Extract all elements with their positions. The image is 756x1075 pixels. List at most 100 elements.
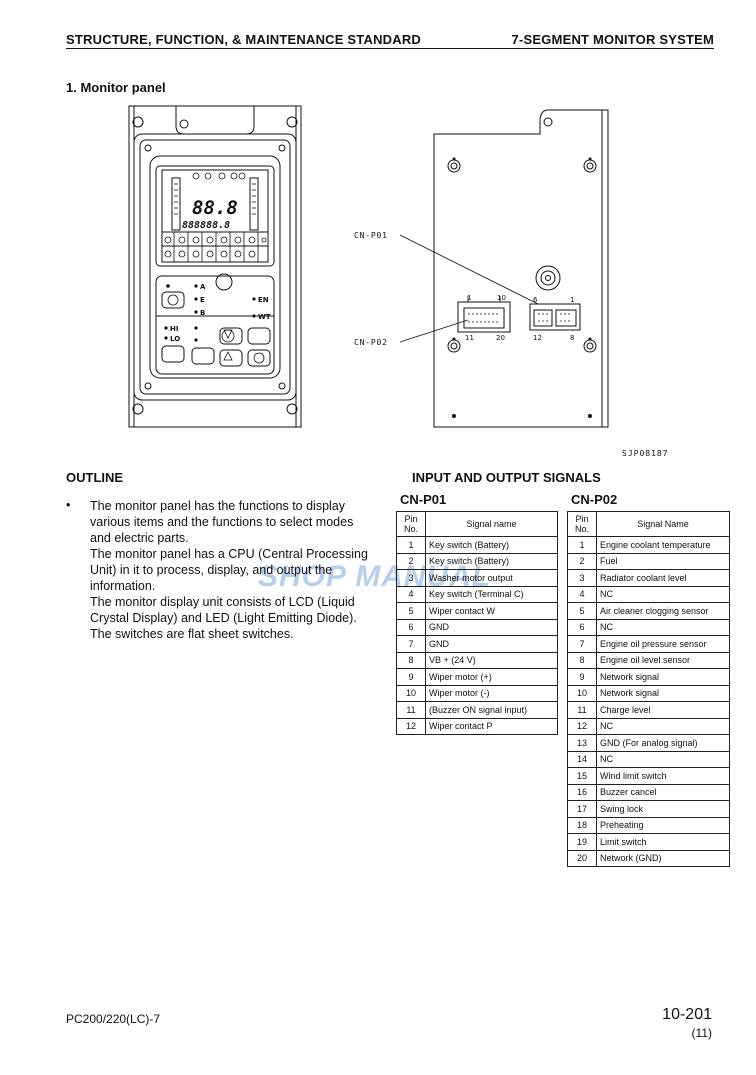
key-label-en: EN: [258, 296, 269, 304]
col-signal-name: Signal Name: [596, 511, 730, 537]
pin-label-12: 12: [533, 334, 542, 342]
pin-number-cell: 12: [567, 717, 597, 735]
pin-number-cell: 2: [396, 552, 426, 570]
pin-number-cell: 3: [396, 569, 426, 587]
outline-heading: OUTLINE: [66, 470, 124, 485]
pin-number-cell: 1: [567, 536, 597, 554]
signal-name-cell: Radiator coolant level: [596, 569, 730, 587]
key-label-wt: WT: [258, 313, 271, 321]
pin-number-cell: 10: [567, 684, 597, 702]
pin-number-cell: 6: [396, 618, 426, 636]
signal-name-cell: Wiper contact P: [425, 717, 558, 735]
key-label-e: E: [200, 296, 205, 304]
key-label-b: B: [200, 309, 205, 317]
pin-number-cell: 1: [396, 536, 426, 554]
signal-name-cell: Network (GND): [596, 849, 730, 867]
pin-number-cell: 15: [567, 767, 597, 785]
signal-name-cell: Wiper contact W: [425, 602, 558, 620]
footer-model: PC200/220(LC)-7: [66, 1012, 161, 1026]
lcd-counter: 888888.8: [182, 220, 230, 231]
signal-name-cell: Network signal: [596, 668, 730, 686]
pin-number-cell: 2: [567, 552, 597, 570]
signal-name-cell: Wind limit switch: [596, 767, 730, 785]
signal-name-cell: Washer motor output: [425, 569, 558, 587]
signal-name-cell: Limit switch: [596, 833, 730, 851]
pin-number-cell: 8: [396, 651, 426, 669]
pin-number-cell: 20: [567, 849, 597, 867]
signal-name-cell: Swing lock: [596, 800, 730, 818]
signal-name-cell: Wiper motor (-): [425, 684, 558, 702]
signal-name-cell: Wiper motor (+): [425, 668, 558, 686]
col-signal-name: Signal name: [425, 511, 558, 537]
header-title-left: STRUCTURE, FUNCTION, & MAINTENANCE STAND…: [66, 32, 422, 47]
pin-number-cell: 12: [396, 717, 426, 735]
signal-name-cell: Buzzer cancel: [596, 783, 730, 801]
cn-p02-title: CN-P02: [571, 492, 618, 507]
outline-paragraph: The monitor panel has a CPU (Central Pro…: [90, 547, 368, 593]
footer-revision: (11): [691, 1026, 712, 1040]
pin-number-cell: 11: [396, 701, 426, 719]
signal-name-cell: Charge level: [596, 701, 730, 719]
signal-name-cell: (Buzzer ON signal input): [425, 701, 558, 719]
signal-name-cell: GND: [425, 618, 558, 636]
pin-number-cell: 17: [567, 800, 597, 818]
pin-label-8: 8: [570, 334, 574, 342]
pin-number-cell: 16: [567, 783, 597, 801]
io-heading: INPUT AND OUTPUT SIGNALS: [412, 470, 601, 485]
pin-number-cell: 6: [567, 618, 597, 636]
pin-number-cell: 11: [567, 701, 597, 719]
signal-name-cell: GND: [425, 635, 558, 653]
outline-paragraph: The monitor panel has the functions to d…: [90, 499, 354, 545]
pin-label-1: 1: [467, 294, 471, 302]
monitor-rear-view: CN-P01 CN-P02 1 10 11 20 6 1 12 8: [354, 109, 609, 428]
callout-cn-p01: CN-P01: [354, 231, 388, 240]
pin-number-cell: 14: [567, 750, 597, 768]
key-label-a: A: [200, 283, 206, 291]
signal-name-cell: NC: [596, 585, 730, 603]
col-pin-no: Pin No.: [567, 511, 597, 537]
pin-number-cell: 5: [396, 602, 426, 620]
signal-name-cell: NC: [596, 717, 730, 735]
signal-name-cell: Engine coolant temperature: [596, 536, 730, 554]
section-title: 1. Monitor panel: [66, 80, 166, 95]
callout-cn-p02: CN-P02: [354, 338, 388, 347]
key-label-lo: LO: [170, 335, 180, 343]
signal-name-cell: VB + (24 V): [425, 651, 558, 669]
signal-name-cell: Key switch (Battery): [425, 536, 558, 554]
outline-paragraph: The monitor display unit consists of LCD…: [90, 595, 357, 641]
signal-name-cell: NC: [596, 750, 730, 768]
key-label-hi: HI: [170, 325, 178, 333]
monitor-front-view: 88.8 888888.8 A E B EN WT HI LO: [128, 105, 302, 428]
signal-name-cell: Key switch (Terminal C): [425, 585, 558, 603]
signal-name-cell: Engine oil level sensor: [596, 651, 730, 669]
col-pin-no: Pin No.: [396, 511, 426, 537]
signal-name-cell: Key switch (Battery): [425, 552, 558, 570]
signal-name-cell: Preheating: [596, 816, 730, 834]
pin-label-6: 6: [533, 296, 538, 304]
pin-number-cell: 5: [567, 602, 597, 620]
